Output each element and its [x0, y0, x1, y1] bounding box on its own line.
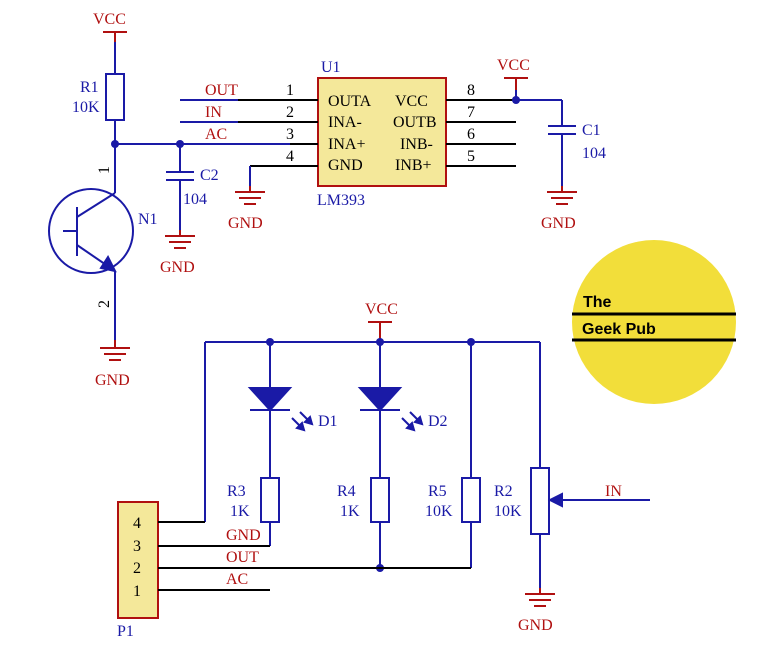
p1-net-gnd: GND [226, 527, 261, 544]
resistor-r5 [461, 477, 481, 523]
u1-pin8-num: 8 [467, 82, 475, 99]
r5-value: 10K [425, 503, 453, 520]
p1-pin2: 2 [133, 560, 141, 577]
u1-part: LM393 [317, 192, 365, 209]
gnd-label-u1: GND [228, 215, 263, 232]
u1-ref: U1 [321, 59, 341, 76]
r5-ref: R5 [428, 483, 447, 500]
gnd-label-n1: GND [95, 372, 130, 389]
c2-ref: C2 [200, 167, 219, 184]
ic-u1-lm393 [317, 77, 447, 187]
led-d2 [357, 387, 424, 432]
u1-pin3-num: 3 [286, 126, 294, 143]
gnd-label-c2: GND [160, 259, 195, 276]
connector-p1 [117, 501, 159, 619]
u1-pin6-name: INB- [400, 136, 433, 153]
d2-ref: D2 [428, 413, 448, 430]
u1-pin2-num: 2 [286, 104, 294, 121]
r2-net-in: IN [605, 483, 622, 500]
r3-value: 1K [230, 503, 250, 520]
vcc-label-u1: VCC [497, 57, 530, 74]
u1-pin5-name: INB+ [395, 157, 432, 174]
r1-ref: R1 [80, 79, 99, 96]
u1-pin8-name: VCC [395, 93, 428, 110]
gnd-label-c1: GND [541, 215, 576, 232]
p1-ref: P1 [117, 623, 134, 640]
gnd-symbol-n1: GND [95, 340, 130, 389]
u1-pin3-name: INA+ [328, 136, 365, 153]
n1-pin2: 2 [96, 300, 113, 308]
n1-ref: N1 [138, 211, 158, 228]
led-d1 [247, 387, 314, 432]
resistor-r1 [105, 73, 125, 121]
u1-pin4-num: 4 [286, 148, 294, 165]
c2-value: 104 [183, 191, 207, 208]
u1-pin2-name: INA- [328, 114, 362, 131]
gnd-symbol-c1: GND [541, 186, 577, 232]
u1-net-out: OUT [205, 82, 238, 99]
n1-pin1: 1 [96, 166, 113, 174]
u1-net-in: IN [205, 104, 222, 121]
gnd-label-r2: GND [518, 617, 553, 634]
logo-name-text: Geek Pub [582, 321, 656, 338]
logo-small-text: The [583, 294, 612, 311]
u1-pin7-num: 7 [467, 104, 475, 121]
p1-pin4: 4 [133, 515, 141, 532]
u1-pin5-num: 5 [467, 148, 475, 165]
d1-ref: D1 [318, 413, 338, 430]
p1-pin3: 3 [133, 538, 141, 555]
vcc-symbol-u1: VCC [497, 57, 530, 90]
vcc-label-bottom: VCC [365, 301, 398, 318]
u1-pin1-name: OUTA [328, 93, 372, 110]
r3-ref: R3 [227, 483, 246, 500]
r4-ref: R4 [337, 483, 356, 500]
r4-value: 1K [340, 503, 360, 520]
gnd-symbol-u1: GND [228, 186, 265, 232]
r2-ref: R2 [494, 483, 513, 500]
gnd-symbol-c2: GND [160, 230, 195, 276]
vcc-symbol-r1: VCC [93, 11, 127, 42]
potentiometer-r2 [530, 467, 550, 535]
vcc-symbol-bottom: VCC [365, 301, 398, 342]
resistor-r4 [370, 477, 390, 523]
u1-net-ac: AC [205, 126, 227, 143]
c1-value: 104 [582, 145, 606, 162]
transistor-n1 [48, 188, 134, 274]
p1-net-out: OUT [226, 549, 259, 566]
r1-value: 10K [72, 99, 100, 116]
gnd-symbol-r2: GND [518, 588, 555, 634]
u1-pin7-name: OUTB [393, 114, 437, 131]
geek-pub-logo: The Geek Pub [572, 240, 736, 404]
resistor-r3 [260, 477, 280, 523]
p1-net-ac: AC [226, 571, 248, 588]
p1-pin1: 1 [133, 583, 141, 600]
u1-pin6-num: 6 [467, 126, 475, 143]
r2-value: 10K [494, 503, 522, 520]
c1-ref: C1 [582, 122, 601, 139]
vcc-label-r1: VCC [93, 11, 126, 28]
u1-pin4-name: GND [328, 157, 363, 174]
u1-pin1-num: 1 [286, 82, 294, 99]
